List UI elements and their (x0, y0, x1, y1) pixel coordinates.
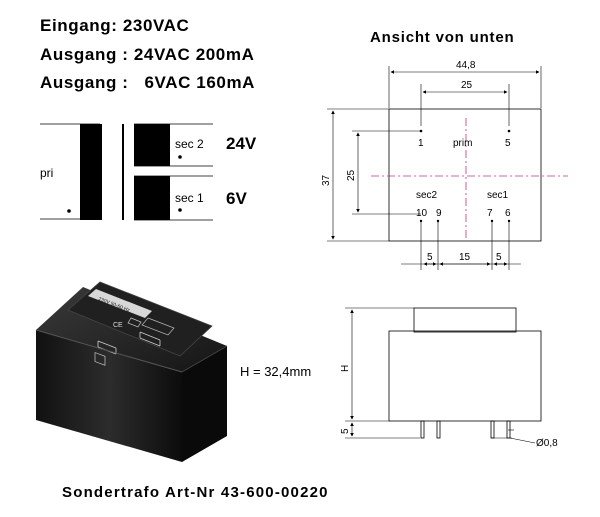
spec-output-6v: Ausgang : 6VAC 160mA (40, 73, 256, 92)
approval-mark-icon (127, 317, 142, 328)
side-top-ridge (413, 307, 517, 333)
pin-5-marker (507, 129, 511, 133)
pin-1-label: 1 (418, 138, 424, 149)
primary-core (80, 124, 102, 220)
height-note: H = 32,4mm (240, 364, 312, 379)
voltage-6v: 6V (226, 189, 247, 208)
pin-diameter-label: Ø0,8 (536, 438, 558, 449)
dim-left-5: 5 (427, 252, 433, 263)
secondary-1-winding (134, 175, 213, 221)
dim-right-5: 5 (496, 252, 502, 263)
housing-outline (388, 108, 542, 242)
pin-7-label: 7 (487, 208, 493, 219)
bottom-view-title: Ansicht von unten (370, 29, 515, 46)
bottom-view-drawing: 44,8 25 37 25 1 prim 5 sec2 sec1 10 9 7 … (321, 60, 568, 270)
pin-6-label: 6 (505, 208, 511, 219)
pin-1-marker (419, 129, 423, 133)
transformer-schematic: pri sec 2 sec 1 24V 6V (40, 123, 257, 221)
ce-mark-icon: CE (113, 322, 123, 329)
winding-symbol-icon (97, 340, 117, 355)
primary-label: pri (40, 166, 53, 180)
spec-output-24v: Ausgang : 24VAC 200mA (40, 45, 255, 64)
sec1-label: sec 1 (175, 191, 204, 205)
prim-label: prim (453, 138, 472, 149)
pin-spacing-dimension: 25 (461, 80, 473, 91)
voltage-24v: 24V (226, 134, 257, 153)
secondary-2-winding (134, 123, 213, 167)
side-height-label: H (340, 365, 351, 372)
transformer-photo: 230V 50-60 Hz CE (35, 281, 228, 462)
pin-9-label: 9 (436, 208, 442, 219)
pin-5-label: 5 (505, 138, 511, 149)
pin-length-label: 5 (340, 428, 351, 434)
article-number: Sondertrafo Art-Nr 43-600-00220 (62, 484, 329, 501)
primary-dot (67, 209, 71, 213)
height-dimension: 37 (321, 174, 332, 186)
dim-middle-15: 15 (459, 252, 471, 263)
sec2-group-label: sec2 (416, 190, 438, 201)
sec1-group-label: sec1 (487, 190, 509, 201)
spec-input: Eingang: 230VAC (40, 16, 190, 35)
cert-mark-icon (94, 352, 106, 366)
primary-winding (40, 123, 102, 220)
width-dimension: 44,8 (456, 60, 476, 71)
side-view-drawing: H 5 Ø0,8 (340, 307, 558, 449)
pin-10-label: 10 (416, 208, 428, 219)
side-body (388, 330, 542, 422)
row-spacing-dimension: 25 (346, 169, 357, 181)
sec2-label: sec 2 (175, 137, 204, 151)
